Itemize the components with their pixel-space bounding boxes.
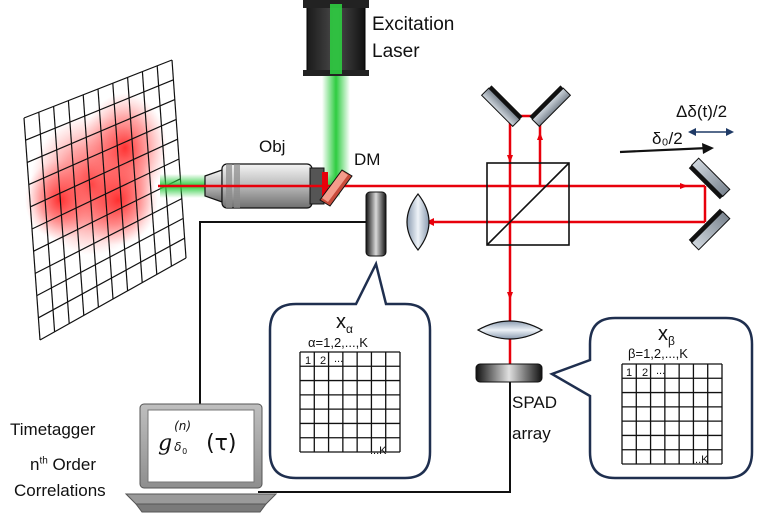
callout-left (268, 260, 432, 480)
grid-line (171, 59, 187, 259)
callout-right-symbol: xβ (658, 324, 675, 347)
grid-line (141, 71, 158, 275)
nth-order-rest: Order (47, 455, 96, 474)
signal-wires (199, 221, 511, 493)
grid-line (34, 198, 183, 274)
spad-array-detector (475, 363, 543, 383)
callout-left-grid (299, 351, 401, 453)
sample-plane (23, 59, 187, 341)
callout-right-range: β=1,2,...,K (628, 346, 688, 361)
callout-left-subscript: α (346, 322, 353, 336)
grid-line (38, 237, 185, 319)
dichroic-mirror-label: DM (354, 150, 381, 169)
lens-lower-arm (476, 320, 544, 340)
lens-return-arm (406, 193, 430, 251)
callout-right-x: x (658, 323, 668, 345)
spad-array-label-line1: SPAD (512, 393, 558, 412)
formula-superscript: (n) (174, 419, 192, 433)
nth-order-label: nth Order (30, 456, 96, 473)
formula-arg: (τ) (206, 431, 237, 456)
nth-order-n: n (30, 455, 40, 474)
right-mirror-pair (688, 157, 731, 251)
grid-line (33, 178, 181, 252)
delay-variable-label: Δδ(t)/2 (676, 102, 728, 121)
callout-left-cell-2: 2 (320, 355, 327, 367)
sample-grid (23, 59, 187, 341)
callout-left-cell-1: 1 (305, 355, 312, 367)
fluorescence-spots (25, 93, 167, 255)
emission-arrows (426, 132, 688, 300)
callout-right-grid (621, 363, 723, 465)
objective-label: Obj (259, 137, 286, 156)
callout-left-x: x (336, 311, 346, 333)
callout-right-subscript: β (668, 334, 675, 348)
grid-line (31, 158, 180, 230)
excitation-beam-vertical (322, 76, 350, 186)
formula-g: g (158, 431, 173, 456)
timetagger-label: Timetagger (10, 420, 96, 439)
correlation-formula: g (n) δ 0 (τ) (158, 420, 237, 456)
grid-line (127, 77, 143, 283)
callout-right-cell-2: 2 (642, 367, 649, 379)
grid-line (23, 117, 41, 341)
excitation-laser (303, 0, 369, 76)
nth-order-sup: th (39, 455, 48, 467)
laptop-icon (124, 403, 278, 513)
callout-right-cell-dots: ... (656, 365, 666, 377)
formula-sub-zero: 0 (182, 447, 188, 456)
grid-line (39, 257, 187, 341)
upper-mirror-pair (480, 85, 572, 128)
callout-right-cell-last: ...K (692, 454, 709, 466)
callout-left-symbol: xα (336, 312, 353, 335)
spad-array-label-line2: array (512, 424, 551, 443)
delay-fixed-label: δ₀/2 (652, 129, 683, 148)
excitation-laser-label-line1: Excitation (372, 14, 455, 35)
callout-left-range: α=1,2,...,K (308, 335, 368, 350)
grid-line (112, 83, 129, 291)
emission-path (158, 114, 707, 368)
callout-left-cell-dots: ... (334, 353, 344, 365)
formula-sub-delta: δ (174, 440, 182, 454)
delay-arrows (619, 128, 734, 154)
grid-line (36, 217, 184, 297)
beamsplitter-cube-icon (486, 162, 570, 246)
callout-right (549, 316, 754, 480)
callout-right-cell-1: 1 (626, 367, 633, 379)
grid-line (156, 65, 172, 267)
correlations-label: Correlations (14, 481, 106, 500)
dichroic-mirror (319, 169, 353, 207)
excitation-laser-label-line2: Laser (372, 41, 420, 62)
callout-left-cell-last: ...K (370, 445, 387, 457)
spad-detector-icon (365, 191, 387, 257)
